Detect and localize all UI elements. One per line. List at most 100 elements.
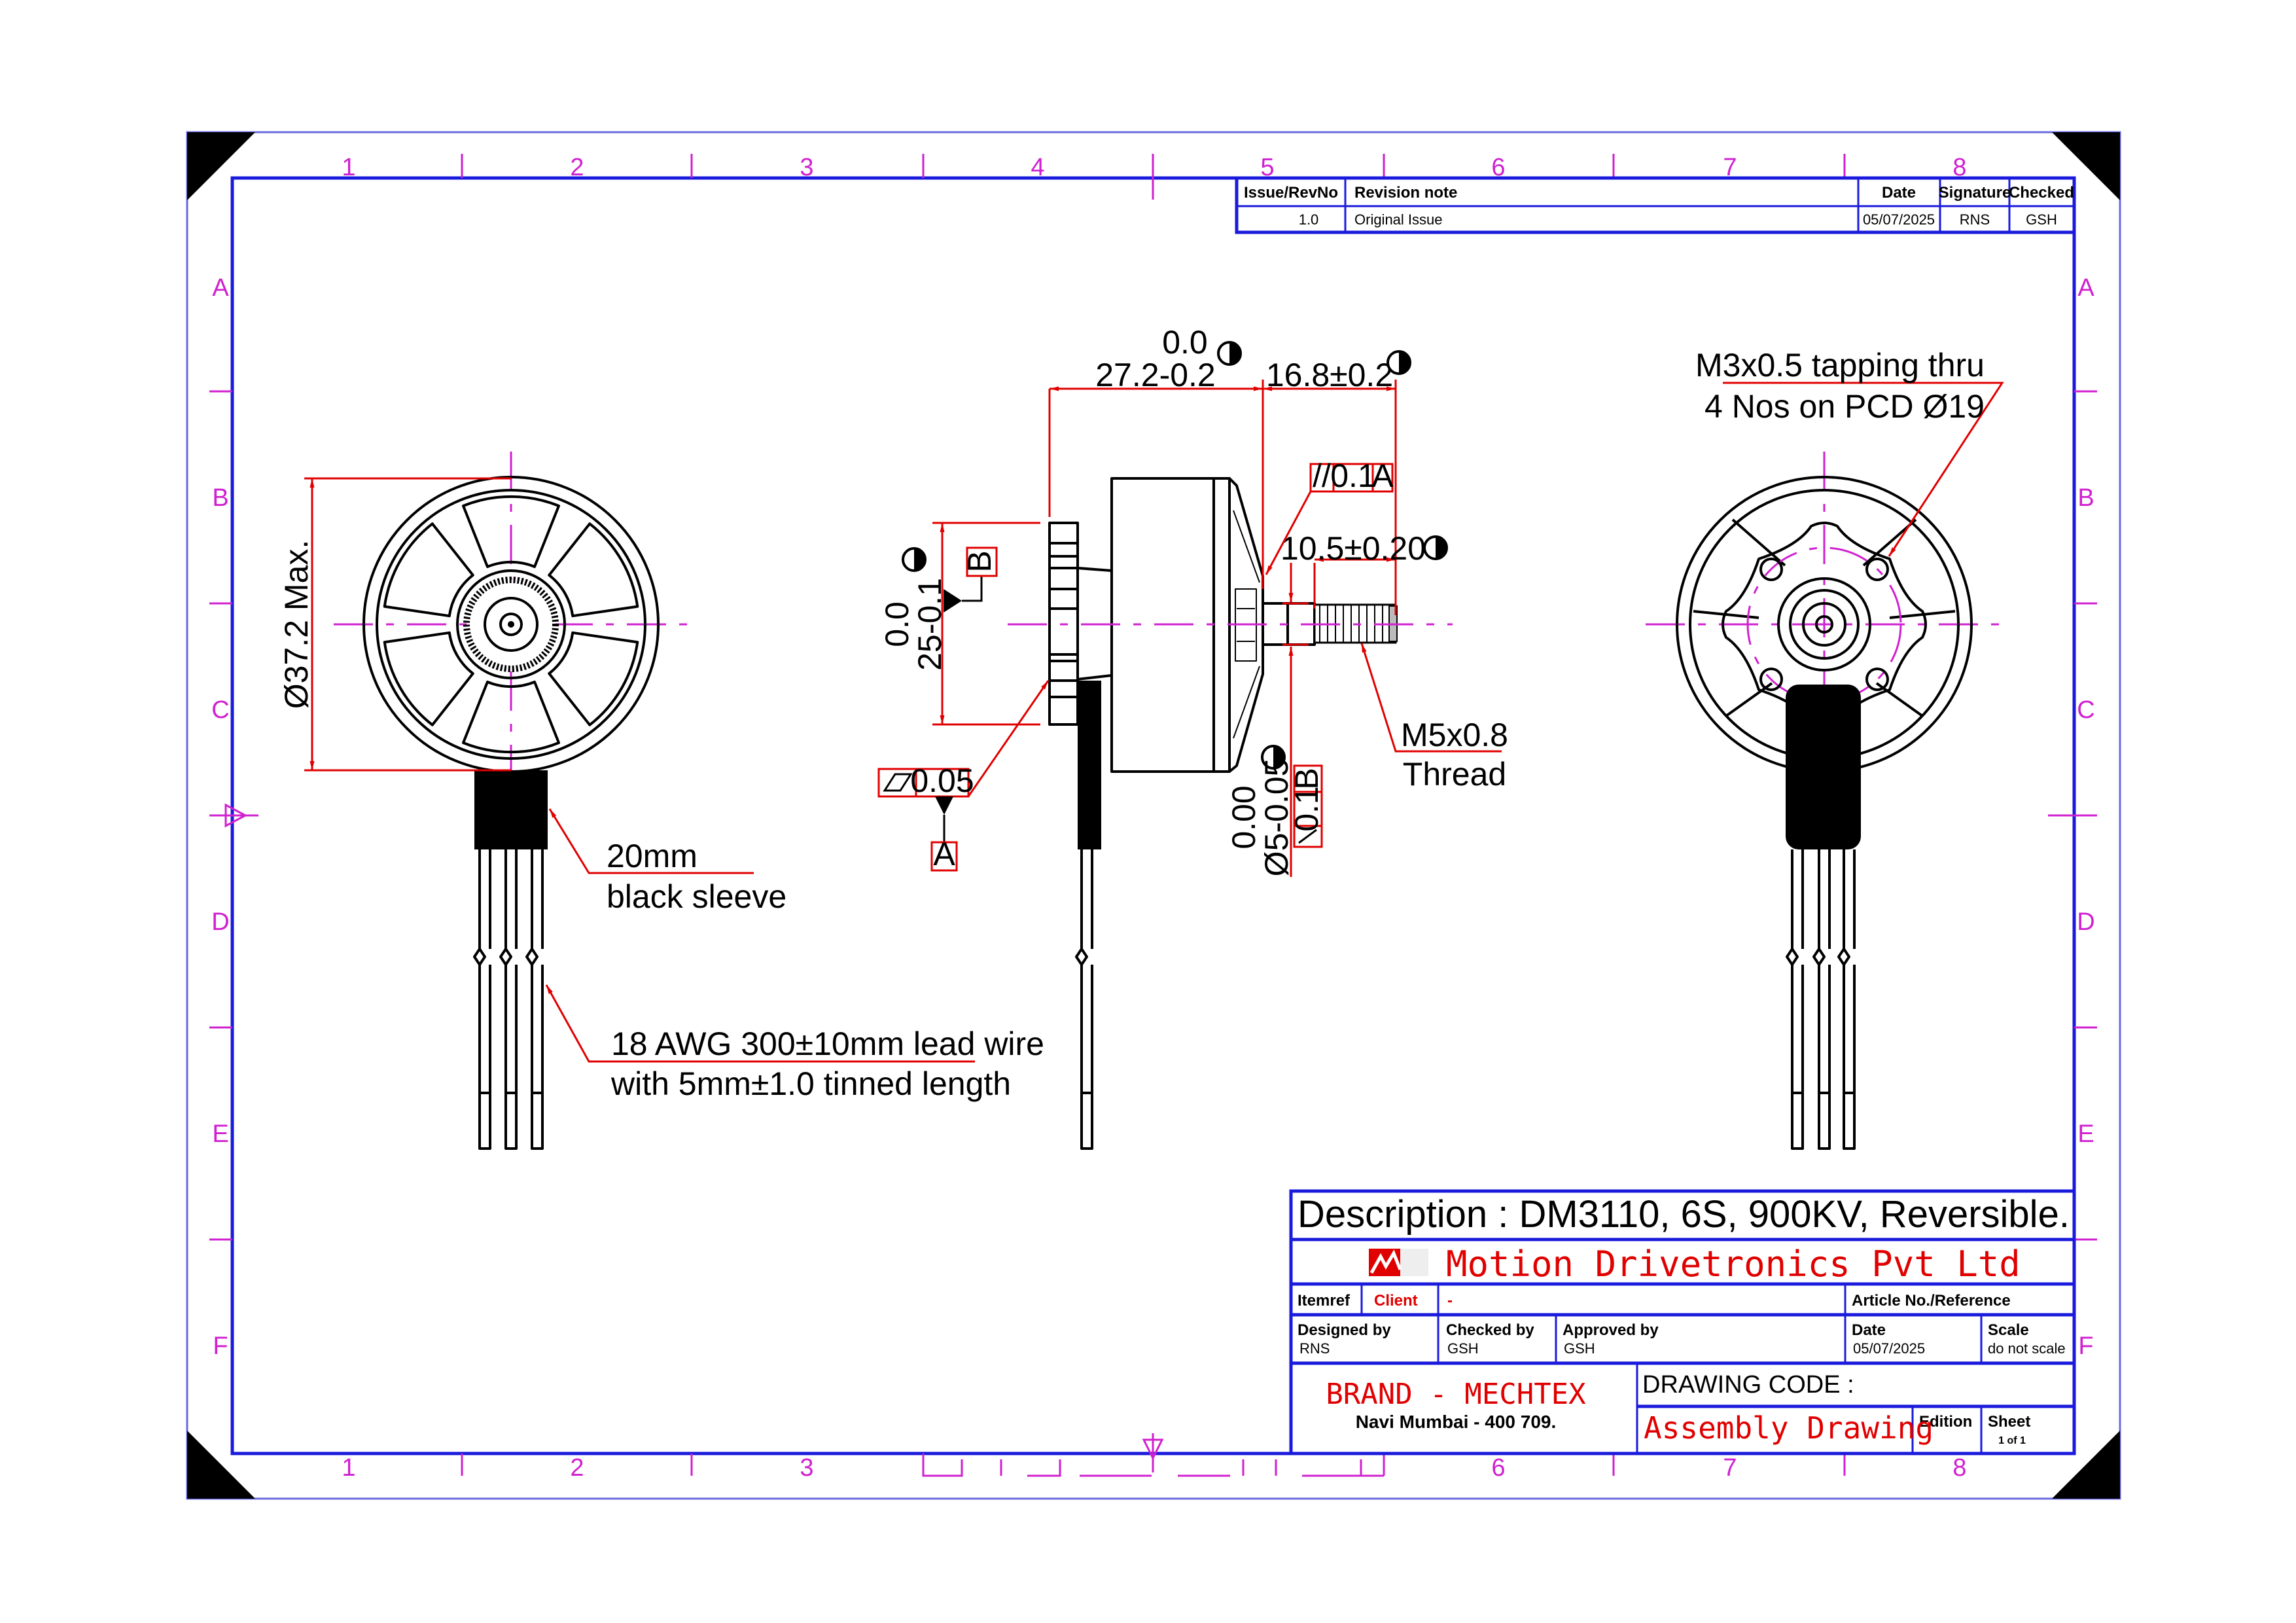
svg-text:C: C xyxy=(211,696,229,724)
rear-view: M3x0.5 tapping thru 4 Nos on PCD Ø19 xyxy=(1646,347,2004,1150)
revision-row: 1.0 Original Issue 05/07/2025 RNS GSH xyxy=(1299,211,2057,228)
datum-b-box xyxy=(966,546,998,577)
svg-text:Client: Client xyxy=(1374,1292,1418,1310)
lead-wire xyxy=(1075,849,1093,1150)
svg-text:0.1: 0.1 xyxy=(1288,786,1325,832)
svg-text:Ø37.2 Max.: Ø37.2 Max. xyxy=(278,540,315,709)
svg-text:2: 2 xyxy=(570,154,584,181)
svg-text:25-0.1: 25-0.1 xyxy=(911,578,948,671)
svg-text:Original Issue: Original Issue xyxy=(1354,211,1443,228)
lead-wires xyxy=(473,849,544,1150)
svg-text:10.5±0.20: 10.5±0.20 xyxy=(1280,530,1426,567)
svg-text:RNS: RNS xyxy=(1299,1340,1330,1357)
svg-text:Issue/RevNo: Issue/RevNo xyxy=(1244,184,1338,202)
svg-text:3: 3 xyxy=(800,154,813,181)
svg-text:Itemref: Itemref xyxy=(1298,1292,1351,1310)
svg-text:Ø5-0.05: Ø5-0.05 xyxy=(1258,758,1295,877)
sheet-frame: 1 2 3 4 5 6 7 8 1 2 3 6 7 8 A B C D E F … xyxy=(186,131,2121,1500)
svg-text:RNS: RNS xyxy=(1960,211,1990,228)
svg-text:20mm: 20mm xyxy=(607,838,698,874)
svg-text:Revision note: Revision note xyxy=(1354,184,1457,202)
svg-text:Thread: Thread xyxy=(1403,756,1506,793)
company-name: Motion Drivetronics Pvt Ltd xyxy=(1446,1243,2021,1285)
svg-text:1: 1 xyxy=(342,1454,355,1482)
base-diameter-dimension: 0.0 25-0.1 B xyxy=(879,522,1040,726)
company-logo xyxy=(1369,1249,1428,1276)
svg-text:D: D xyxy=(2077,908,2094,936)
svg-text:A: A xyxy=(933,836,955,872)
svg-text:6: 6 xyxy=(1491,154,1505,181)
svg-text:C: C xyxy=(2077,696,2094,724)
svg-text:7: 7 xyxy=(1723,1454,1737,1482)
drawing-type: Assembly Drawing xyxy=(1644,1410,1934,1446)
svg-text:GSH: GSH xyxy=(2026,211,2057,228)
svg-text:5: 5 xyxy=(1260,154,1274,181)
svg-text:F: F xyxy=(2078,1332,2093,1360)
svg-text:-: - xyxy=(1447,1292,1453,1310)
svg-text:Approved by: Approved by xyxy=(1563,1321,1659,1339)
svg-text:with 5mm±1.0 tinned length: with 5mm±1.0 tinned length xyxy=(610,1065,1011,1102)
lead-wires xyxy=(1786,849,1856,1150)
svg-text:do not scale: do not scale xyxy=(1988,1340,2066,1357)
svg-text:A: A xyxy=(212,274,229,302)
svg-text://: // xyxy=(1313,457,1331,494)
shaft-diameter-dimension: 0.00 Ø5-0.05 0.1 B xyxy=(1226,563,1325,877)
svg-text:Designed by: Designed by xyxy=(1298,1321,1391,1339)
svg-text:D: D xyxy=(211,908,229,936)
svg-text:8: 8 xyxy=(1952,1454,1966,1482)
svg-text:05/07/2025: 05/07/2025 xyxy=(1863,211,1935,228)
svg-text:A: A xyxy=(2077,274,2094,302)
svg-text:1 of 1: 1 of 1 xyxy=(1998,1435,2026,1446)
svg-text:GSH: GSH xyxy=(1447,1340,1479,1357)
svg-text:3: 3 xyxy=(800,1454,813,1482)
parallelism-fcf: // 0.1 A xyxy=(1265,457,1394,575)
svg-text:B: B xyxy=(212,484,228,512)
revision-table: Issue/RevNo Revision note Date Signature… xyxy=(1235,176,2076,234)
front-view: Ø37.2 Max. 20mm black sleeve 18 AWG 300±… xyxy=(278,452,1044,1150)
svg-text:Date: Date xyxy=(1882,184,1916,202)
svg-text:0.0: 0.0 xyxy=(879,601,915,647)
svg-text:0.00: 0.00 xyxy=(1226,785,1262,849)
svg-text:Scale: Scale xyxy=(1988,1321,2029,1339)
description: Description : DM3110, 6S, 900KV, Reversi… xyxy=(1298,1193,2070,1236)
svg-text:GSH: GSH xyxy=(1564,1340,1595,1357)
brand-name: BRAND - MECHTEX xyxy=(1326,1378,1586,1411)
svg-text:M3x0.5 tapping thru: M3x0.5 tapping thru xyxy=(1695,347,1985,383)
svg-text:8: 8 xyxy=(1952,154,1966,181)
flatness-fcf: 0.05 A xyxy=(877,680,1050,872)
thread-callout: M5x0.8 Thread xyxy=(1360,643,1508,793)
svg-text:1: 1 xyxy=(342,154,355,181)
svg-text:0.05: 0.05 xyxy=(910,762,974,799)
svg-text:Edition: Edition xyxy=(1919,1413,1972,1431)
title-block: Description : DM3110, 6S, 900KV, Reversi… xyxy=(1289,1189,2076,1455)
svg-text:A: A xyxy=(1371,457,1394,494)
svg-text:Date: Date xyxy=(1852,1321,1886,1339)
svg-text:1.0: 1.0 xyxy=(1299,211,1319,228)
zone-ticks xyxy=(209,154,2097,1477)
svg-text:black sleeve: black sleeve xyxy=(607,878,786,915)
svg-text:0.0: 0.0 xyxy=(1162,324,1208,361)
svg-text:Checked by: Checked by xyxy=(1446,1321,1534,1339)
length-dimensions: 0.0 27.2-0.2 16.8±0.2 10.5±0.20 xyxy=(1048,324,1426,615)
tapping-callout: M3x0.5 tapping thru 4 Nos on PCD Ø19 xyxy=(1695,347,2004,557)
svg-text:F: F xyxy=(213,1332,228,1360)
svg-text:M5x0.8: M5x0.8 xyxy=(1401,717,1508,753)
diameter-dimension: Ø37.2 Max. xyxy=(278,477,511,772)
svg-text:E: E xyxy=(212,1120,228,1148)
svg-text:4: 4 xyxy=(1031,154,1044,181)
black-sleeve xyxy=(1078,681,1101,849)
lead-wire-callout: 18 AWG 300±10mm lead wire with 5mm±1.0 t… xyxy=(545,984,1044,1102)
runout-fcf: 0.1 B xyxy=(1288,764,1325,848)
drawing-code-label: DRAWING CODE : xyxy=(1642,1371,1854,1399)
address: Navi Mumbai - 400 709. xyxy=(1356,1412,1557,1432)
zone-labels: 1 2 3 4 5 6 7 8 1 2 3 6 7 8 A B C D E F … xyxy=(211,154,2094,1482)
svg-text:B: B xyxy=(1288,768,1325,789)
svg-text:27.2-0.2: 27.2-0.2 xyxy=(1095,357,1215,393)
svg-text:Article No./Reference: Article No./Reference xyxy=(1852,1292,2011,1310)
svg-text:Signature: Signature xyxy=(1939,184,2011,202)
black-sleeve xyxy=(1786,685,1861,849)
black-sleeve xyxy=(474,770,548,849)
svg-text:Sheet: Sheet xyxy=(1988,1413,2030,1431)
datum-a-box xyxy=(930,841,958,872)
